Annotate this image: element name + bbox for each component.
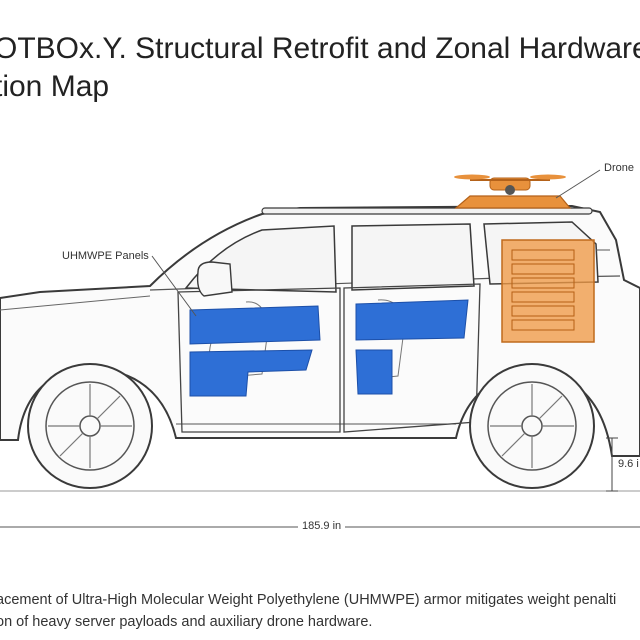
diagram-title: OTBOx.Y. Structural Retrofit and Zonal H…	[0, 30, 640, 106]
armor-panel-front-upper	[189, 305, 321, 345]
server-rack	[501, 239, 595, 343]
rear-window	[351, 223, 475, 291]
length-callout: 185.9 in	[298, 520, 346, 532]
front-door	[177, 287, 341, 433]
side-mirror	[196, 261, 233, 297]
caption-line-2: on of heavy server payloads and auxiliar…	[0, 614, 373, 630]
drone-callout: Drone	[604, 162, 634, 174]
armor-panel-front-lower	[189, 349, 313, 397]
uhmwpe-callout: UHMWPE Panels	[62, 250, 149, 262]
armor-panel-rear-upper	[355, 299, 469, 341]
roof-rail	[261, 207, 593, 215]
title-line-2: tion Map	[0, 70, 110, 103]
uhmwpe-leader	[151, 255, 197, 317]
title-line-1: OTBOx.Y. Structural Retrofit and Zonal H…	[0, 32, 640, 65]
caption-line-1: acement of Ultra-High Molecular Weight P…	[0, 592, 617, 608]
front-wheel	[27, 363, 153, 489]
caption: acement of Ultra-High Molecular Weight P…	[0, 589, 640, 633]
drone-icon	[454, 174, 572, 209]
drone-leader	[555, 169, 601, 199]
rear-wheel	[469, 363, 595, 489]
armor-panel-rear-lower	[355, 349, 393, 395]
height-callout: 9.6 i	[618, 458, 639, 470]
